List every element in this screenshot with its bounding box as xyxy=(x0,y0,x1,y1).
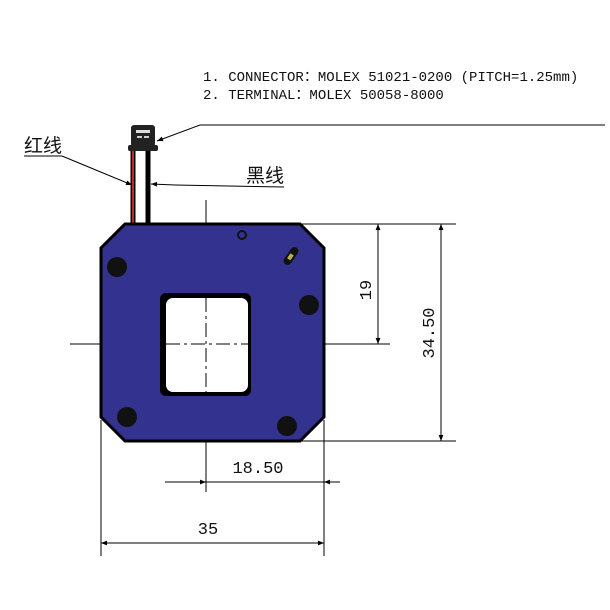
window-opening xyxy=(166,298,248,392)
dimension-width: 35 xyxy=(198,521,218,540)
mounting-hole xyxy=(117,407,137,427)
connector-leader xyxy=(156,124,605,142)
red-wire-leader xyxy=(61,155,133,186)
board xyxy=(99,222,326,443)
solder-pad xyxy=(283,247,299,265)
red-wire-label: 红线 xyxy=(24,135,62,157)
black-wire-label: 黑线 xyxy=(246,165,284,187)
connector xyxy=(128,125,158,151)
black-wire-leader xyxy=(150,181,176,187)
note-connector: 1. CONNECTOR：MOLEX 51021-0200 (PITCH=1.2… xyxy=(203,70,578,86)
small-hole xyxy=(237,230,247,240)
dimension-height: 34.50 xyxy=(421,307,440,358)
note-terminal: 2. TERMINAL：MOLEX 50058-8000 xyxy=(203,88,444,104)
dimension-center-to-right: 18.50 xyxy=(232,460,283,479)
mounting-hole xyxy=(107,257,127,277)
mounting-hole xyxy=(277,416,297,436)
dimension-center-to-top: 19 xyxy=(358,280,377,300)
mounting-hole xyxy=(299,295,319,315)
